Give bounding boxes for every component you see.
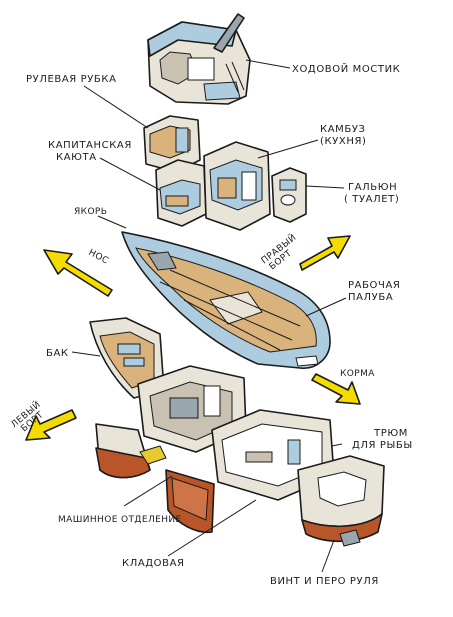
label-galley-line2: (КУХНЯ) [320,136,367,147]
stern-arrow [311,373,361,405]
label-storeroom: КЛАДОВАЯ [122,558,185,569]
label-engine-room: МАШИННОЕ ОТДЕЛЕНИЕ [58,515,182,525]
label-fish-hold-line1: ТРЮМ [373,428,408,439]
label-forecastle: БАК [46,348,69,359]
label-galley-line1: КАМБУЗ [320,124,366,135]
label-toilet-line1: ГАЛЬЮН [348,182,397,193]
label-propeller-rudder: ВИНТ И ПЕРО РУЛЯ [270,576,379,587]
stern-module [297,455,385,547]
label-work-deck-line2: ПАЛУБА [348,292,393,303]
galley-module [203,141,271,231]
storeroom-hull-plate [165,469,215,534]
bridge-module [147,13,251,105]
toilet-module [271,167,307,223]
label-stern: КОРМА [340,369,375,379]
captain-cabin-module [155,159,207,227]
main-hull [121,231,331,369]
label-anchor: ЯКОРЬ [74,207,107,217]
bow-arrow [43,249,113,297]
label-fish-hold-line2: ДЛЯ РЫБЫ [352,440,413,451]
leader-lines [71,59,347,573]
wheelhouse-module [143,115,201,173]
label-bridge: ХОДОВОЙ МОСТИК [292,62,400,75]
label-wheelhouse: РУЛЕВАЯ РУБКА [26,74,117,85]
label-bow: НОС [87,248,111,267]
label-work-deck-line1: РАБОЧАЯ [348,280,400,291]
label-toilet-line2: ( ТУАЛЕТ) [344,194,399,205]
label-captain-cabin-line1: КАПИТАНСКАЯ [48,140,132,151]
port-arrow [25,409,77,441]
port-hull-plate [95,423,167,479]
label-captain-cabin-line2: КАЮТА [56,152,97,163]
forecastle-module [89,317,165,399]
starboard-arrow [299,235,351,271]
